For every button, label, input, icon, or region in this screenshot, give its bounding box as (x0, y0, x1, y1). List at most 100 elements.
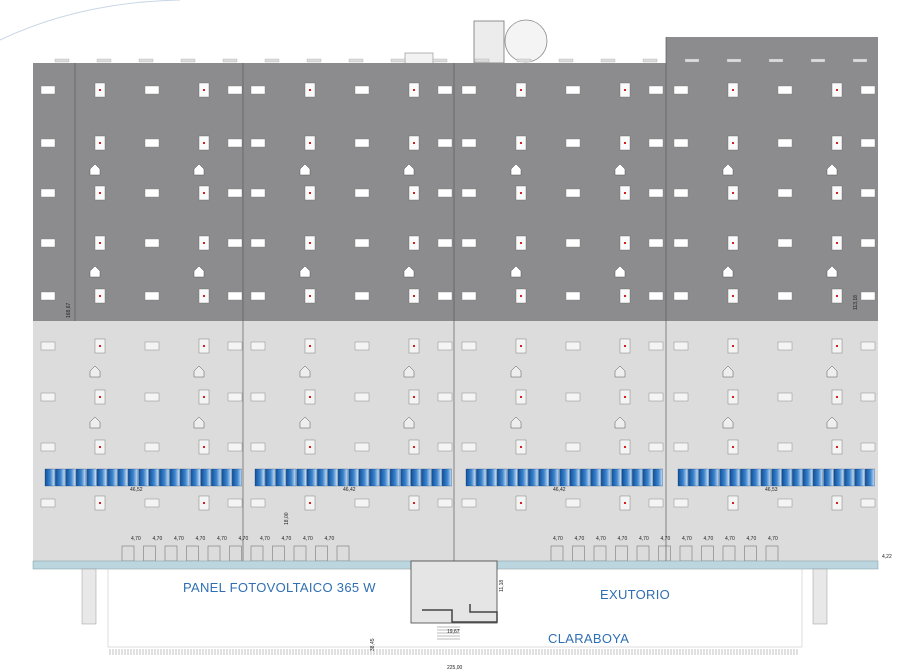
vent-icon (89, 265, 101, 278)
pv-panel (497, 468, 507, 487)
exutorio-mark (520, 396, 522, 398)
skylight-icon (673, 138, 689, 148)
pv-panel (265, 468, 276, 487)
skylight-icon (461, 291, 477, 301)
skylight-icon (673, 238, 689, 248)
edge-marker (684, 58, 700, 63)
skylight-icon (227, 341, 243, 351)
spacing-dim-right: 4,70 (747, 536, 757, 542)
spacing-dim-left: 4,70 (217, 536, 227, 542)
skylight-icon (860, 238, 876, 248)
pv-panel (781, 468, 792, 487)
skylight-icon (40, 341, 56, 351)
exutorio-mark (520, 242, 522, 244)
skylight-icon (673, 442, 689, 452)
exutorio-mark (624, 502, 626, 504)
skylight-icon (354, 341, 370, 351)
exutorio-mark (99, 396, 101, 398)
skylight-icon (777, 392, 793, 402)
skylight-icon (648, 138, 664, 148)
pv-panel (677, 468, 688, 487)
exutorio-mark (520, 345, 522, 347)
edge-marker (180, 58, 196, 63)
exutorio-mark (732, 396, 734, 398)
exutorio-mark (413, 446, 415, 448)
exutorio-mark (732, 142, 734, 144)
exutorio-mark (203, 192, 205, 194)
pv-panel (254, 468, 265, 487)
roof-light-zone (33, 321, 878, 561)
pv-panel (96, 468, 107, 487)
pv-panel (86, 468, 97, 487)
skylight-icon (673, 291, 689, 301)
exutorio-mark (624, 142, 626, 144)
pv-panel (317, 468, 328, 487)
edge-marker (558, 58, 574, 63)
pv-panel (327, 468, 338, 487)
skylight-icon (40, 238, 56, 248)
spacing-dim-right: 4,70 (725, 536, 735, 542)
skylight-icon (354, 291, 370, 301)
exutorio-mark (99, 89, 101, 91)
spacing-dim-right: 4,70 (682, 536, 692, 542)
exutorio-mark (520, 502, 522, 504)
vent-icon (722, 416, 734, 429)
exutorio-mark (624, 89, 626, 91)
skylight-icon (354, 442, 370, 452)
exutorio-mark (836, 396, 838, 398)
vent-icon (299, 365, 311, 378)
skylight-icon (227, 138, 243, 148)
lower-column-left (81, 568, 97, 625)
edge-marker (810, 58, 826, 63)
exutorio-mark (203, 502, 205, 504)
bottom-left-dim: 38,45 (370, 638, 376, 651)
skylight-icon (250, 291, 266, 301)
spacing-dim-right: 4,70 (639, 536, 649, 542)
pv-panel (642, 468, 653, 487)
pv-panel (190, 468, 201, 487)
skylight-icon (565, 138, 581, 148)
pv-panel (698, 468, 709, 487)
vent-icon (299, 416, 311, 429)
exutorio-mark (836, 502, 838, 504)
pv-panel (358, 468, 369, 487)
pv-panel (653, 468, 663, 487)
vent-icon (614, 163, 626, 176)
pv-panel (117, 468, 128, 487)
pv-panel (211, 468, 222, 487)
exutorio-mark (413, 345, 415, 347)
vent-icon (826, 365, 838, 378)
spacing-dim-left: 4,70 (239, 536, 249, 542)
skylight-icon (437, 138, 453, 148)
skylight-icon (250, 341, 266, 351)
vent-icon (299, 265, 311, 278)
roof-upper-block (666, 37, 878, 63)
skylight-icon (437, 498, 453, 508)
skylight-icon (565, 188, 581, 198)
exutorio-mark (203, 89, 205, 91)
pv-panel (833, 468, 844, 487)
skylight-icon (648, 442, 664, 452)
exutorio-mark (520, 192, 522, 194)
skylight-icon (227, 442, 243, 452)
spacing-dim-left: 4,70 (131, 536, 141, 542)
skylight-icon (673, 341, 689, 351)
pv-panel (465, 468, 476, 487)
skylight-icon (250, 238, 266, 248)
exutorio-mark (732, 345, 734, 347)
exutorio-mark (203, 295, 205, 297)
skylight-icon (673, 188, 689, 198)
exutorio-mark (624, 242, 626, 244)
skylight-icon (250, 188, 266, 198)
edge-marker (768, 58, 784, 63)
pv-panel (148, 468, 159, 487)
vent-icon (193, 365, 205, 378)
exutorio-mark (99, 192, 101, 194)
rooftop-equipment-box (473, 20, 505, 64)
skylight-icon (777, 238, 793, 248)
spacing-dim-right: 4,70 (618, 536, 628, 542)
pv-panel (159, 468, 170, 487)
skylight-icon (860, 85, 876, 95)
